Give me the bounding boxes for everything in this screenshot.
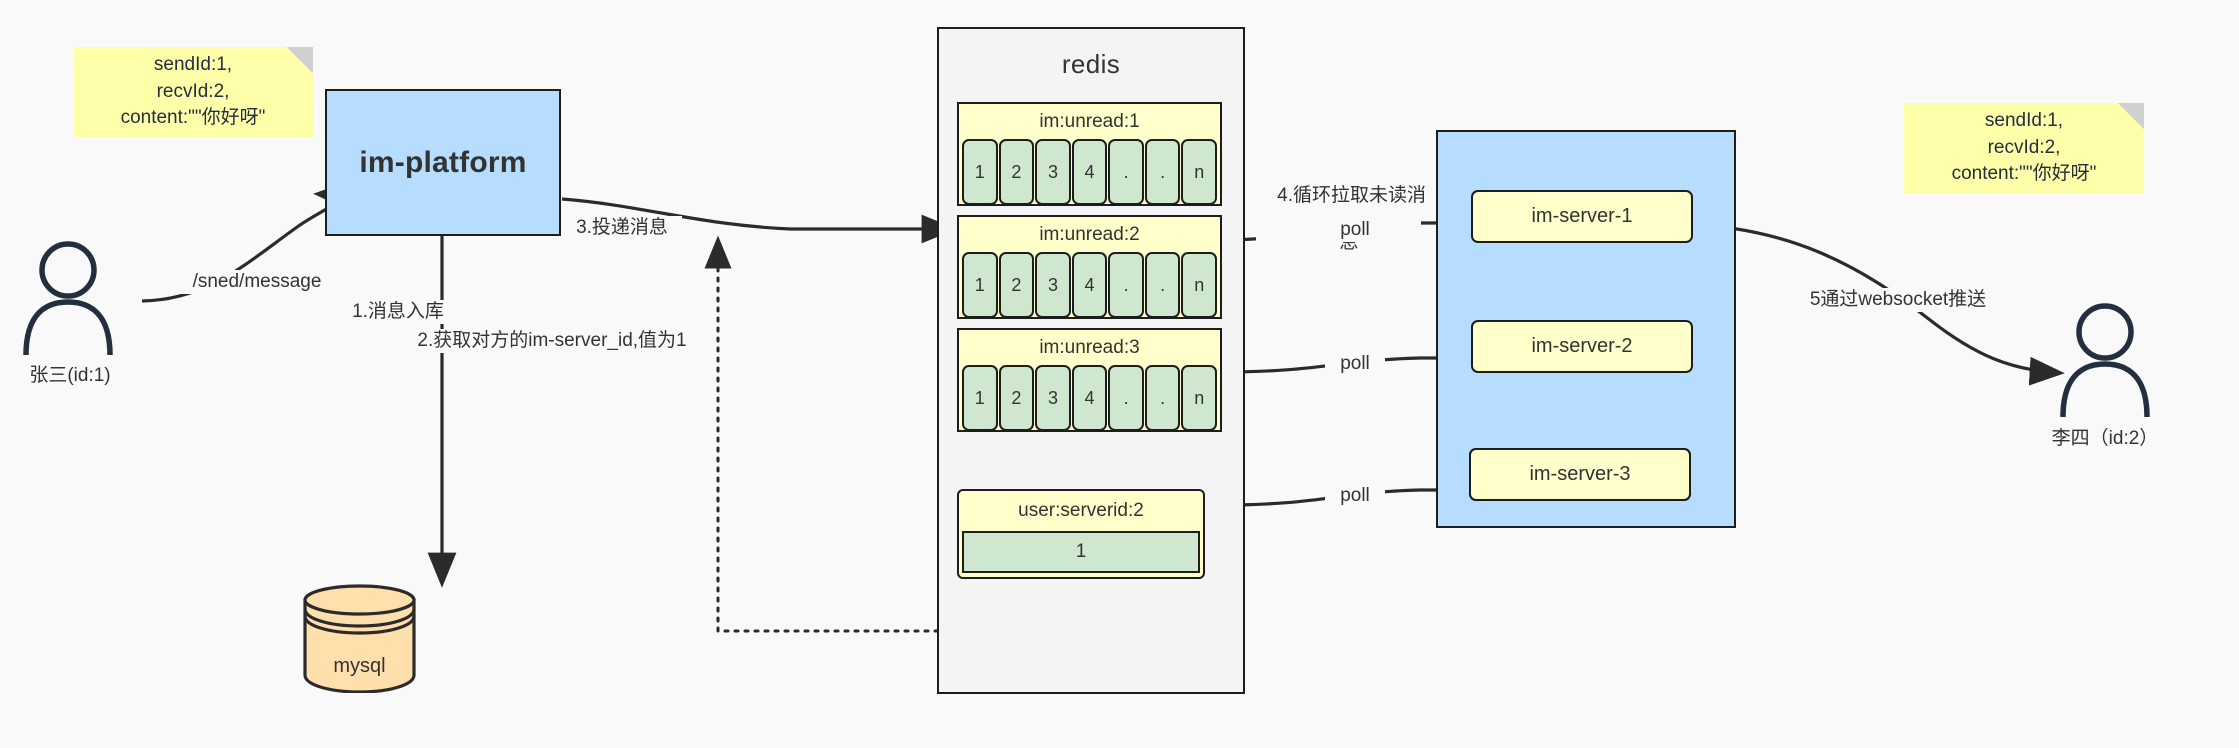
redis-cell[interactable]: 3: [1035, 252, 1071, 318]
redis-cell-row: 1 2 3 4 . . n: [959, 365, 1220, 435]
edge-label-send-message: /sned/message: [162, 270, 352, 294]
redis-cell[interactable]: .: [1108, 139, 1144, 205]
redis-cell[interactable]: 2: [998, 365, 1035, 431]
edge-redis-to-platform-dotted: [704, 235, 960, 633]
edge-label-step1: 1.消息入库: [318, 300, 478, 324]
note-left: sendId:1, recvId:2, content:""你好呀": [73, 47, 313, 137]
redis-cell[interactable]: 4: [1071, 252, 1108, 318]
redis-key-label: im:unread:1: [1039, 111, 1140, 132]
edge-label-poll-3: poll: [1325, 484, 1385, 508]
redis-cell[interactable]: 4: [1071, 139, 1108, 205]
redis-cell[interactable]: .: [1144, 365, 1181, 431]
redis-cell[interactable]: .: [1144, 139, 1181, 205]
actor-receiver-label: 李四（id:2）: [2051, 428, 2159, 449]
actor-receiver: [2059, 302, 2151, 418]
note-right-line3: content:""你好呀": [1951, 163, 2097, 185]
note-left-line3: content:""你好呀": [120, 107, 266, 129]
edge-label-poll-2: poll: [1325, 352, 1385, 376]
actor-sender-label: 张三(id:1): [29, 365, 111, 386]
database-cylinder-icon: [303, 584, 416, 694]
im-server-cluster: im-server-1 im-server-2: [1436, 130, 1736, 427]
note-right-line1: sendId:1,: [1984, 109, 2064, 131]
redis-cell-row: 1 2 3 4 . . n: [959, 139, 1220, 209]
redis-cell[interactable]: 4: [1071, 365, 1108, 431]
person-icon: [23, 241, 113, 356]
edge-label-step4: 4.循环拉取未读消 息: [1256, 160, 1426, 279]
edge-label-step2: 2.获取对方的im-server_id,值为1: [402, 329, 702, 353]
redis-title: redis: [1061, 49, 1121, 79]
redis-cell[interactable]: n: [1181, 139, 1218, 205]
redis-kv-value[interactable]: 1: [962, 531, 1200, 573]
person-icon: [2060, 303, 2150, 418]
redis-cell[interactable]: 1: [962, 139, 998, 205]
mysql-database[interactable]: [302, 583, 417, 694]
redis-cell[interactable]: n: [1181, 365, 1218, 431]
redis-cell[interactable]: 3: [1035, 365, 1071, 431]
redis-key-label: im:unread:3: [1039, 337, 1140, 358]
redis-cell[interactable]: .: [1108, 365, 1144, 431]
redis-kv-key: user:serverid:2: [1018, 500, 1144, 521]
note-fold-icon: [287, 47, 313, 73]
im-server-3-box-front[interactable]: im-server-3: [1469, 448, 1691, 501]
redis-key-label: im:unread:2: [1039, 224, 1140, 245]
redis-cell[interactable]: 2: [998, 252, 1035, 318]
edge-label-step5: 5通过websocket推送: [1793, 288, 2003, 312]
edge-label-step4-line1: 4.循环拉取未读消: [1277, 184, 1426, 206]
note-left-line2: recvId:2,: [156, 80, 230, 102]
redis-group-unread-3[interactable]: im:unread:3 1 2 3 4 . . n: [957, 328, 1222, 432]
redis-cell[interactable]: n: [1181, 252, 1218, 318]
redis-group-unread-2[interactable]: im:unread:2 1 2 3 4 . . n: [957, 215, 1222, 319]
note-right: sendId:1, recvId:2, content:""你好呀": [1904, 103, 2144, 193]
redis-cell[interactable]: 2: [998, 139, 1035, 205]
redis-group-user-serverid[interactable]: user:serverid:2 1: [957, 489, 1205, 579]
note-left-line1: sendId:1,: [153, 53, 233, 75]
im-server-1-box[interactable]: im-server-1: [1471, 190, 1693, 243]
note-fold-icon: [2118, 103, 2144, 129]
redis-cell[interactable]: .: [1108, 252, 1144, 318]
redis-cell[interactable]: 1: [962, 252, 998, 318]
im-server-2-box[interactable]: im-server-2: [1471, 320, 1693, 373]
edge-label-step3: 3.投递消息: [562, 216, 682, 240]
redis-cell[interactable]: .: [1144, 252, 1181, 318]
redis-cell[interactable]: 3: [1035, 139, 1071, 205]
actor-sender: [22, 240, 114, 356]
redis-cell-row: 1 2 3 4 . . n: [959, 252, 1220, 322]
mysql-label: mysql: [333, 655, 386, 677]
redis-group-unread-1[interactable]: im:unread:1 1 2 3 4 . . n: [957, 102, 1222, 206]
edge-label-poll-1: poll: [1325, 218, 1385, 242]
note-right-line2: recvId:2,: [1987, 136, 2061, 158]
redis-container: redis im:unread:1 1 2 3 4 . . n im:unrea…: [937, 27, 1245, 694]
im-platform-box[interactable]: im-platform: [325, 89, 561, 236]
redis-cell[interactable]: 1: [962, 365, 998, 431]
